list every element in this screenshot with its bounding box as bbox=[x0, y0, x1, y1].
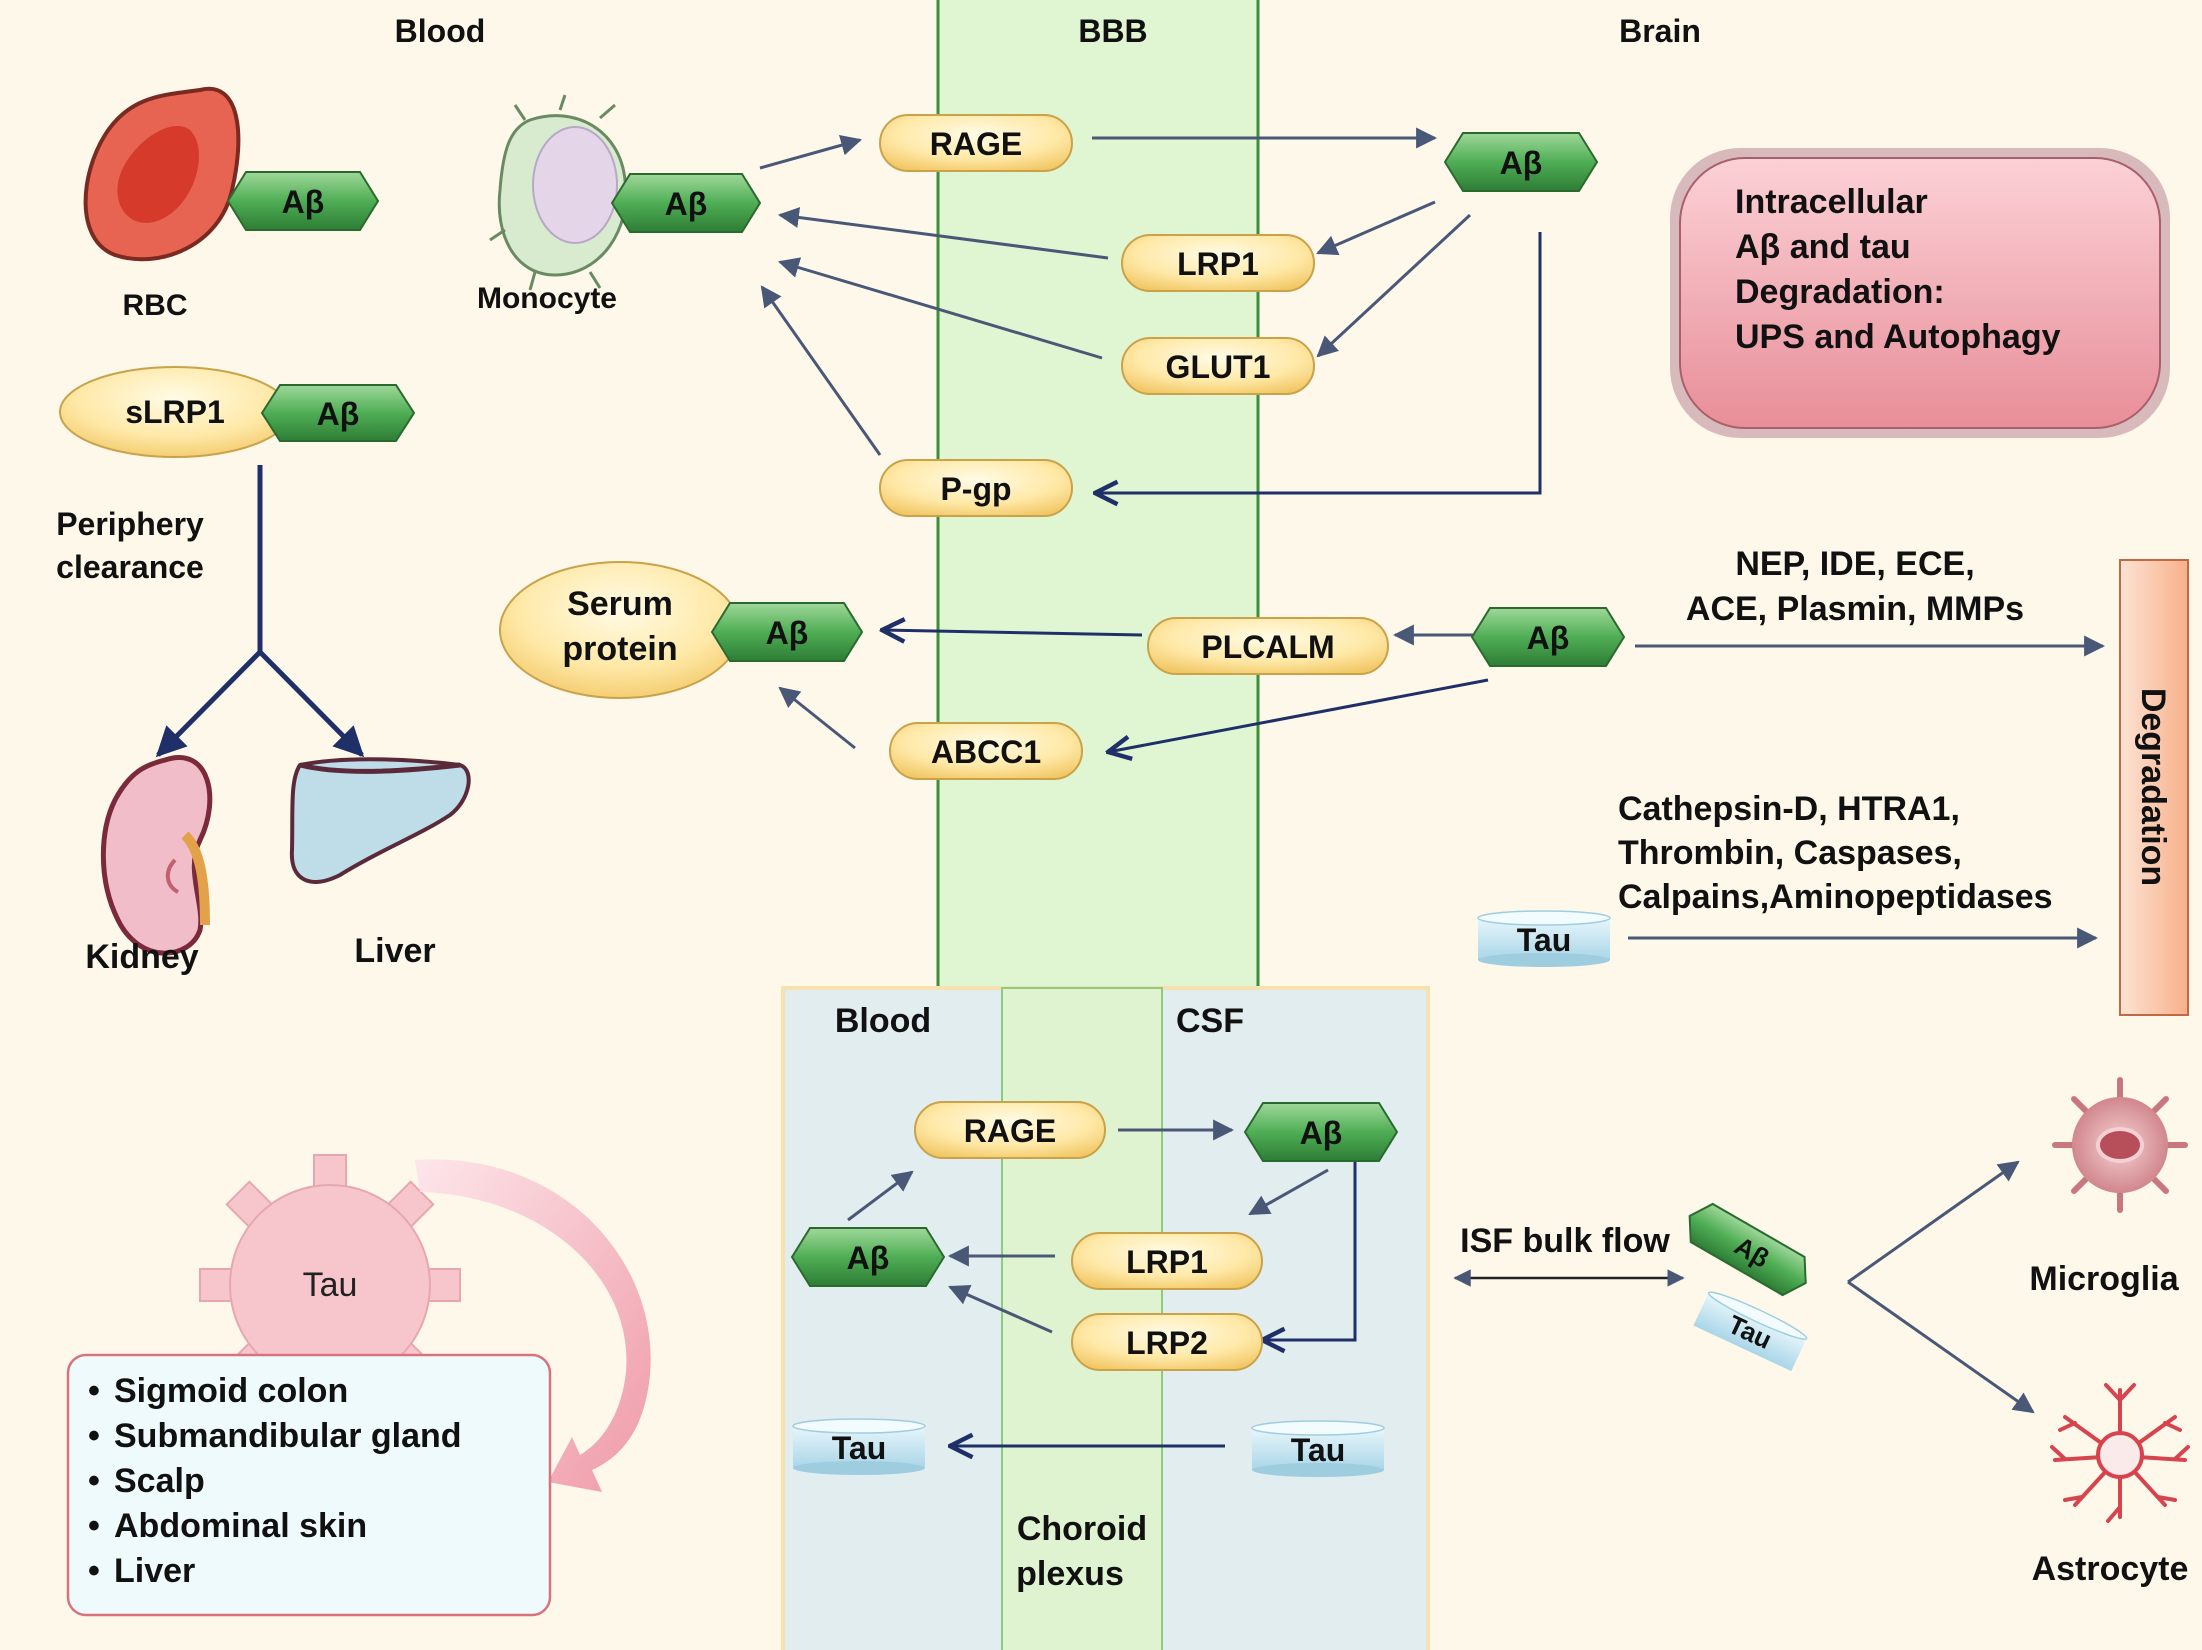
serum-protein-line2: protein bbox=[562, 630, 677, 668]
rbc-label: RBC bbox=[123, 289, 188, 322]
choroid-csf-label: CSF bbox=[1176, 1002, 1244, 1040]
kidney-organ bbox=[100, 755, 213, 956]
astrocyte-cell bbox=[2050, 1383, 2190, 1523]
abeta-rbc-label: Aβ bbox=[282, 184, 325, 220]
choroid-arrows bbox=[847, 1119, 1357, 1446]
abeta-brain-mid: Aβ bbox=[1470, 607, 1626, 667]
tau-site-item: Abdominal skin bbox=[114, 1507, 367, 1545]
liver-label: Liver bbox=[354, 932, 435, 970]
transporter-rage-label: RAGE bbox=[930, 126, 1022, 162]
choroid-lrp1-label: LRP1 bbox=[1126, 1244, 1208, 1280]
transporter-pgp: P-gp bbox=[879, 459, 1073, 517]
transporter-plcalm-label: PLCALM bbox=[1201, 629, 1334, 665]
choroid-lrp2: LRP2 bbox=[1071, 1313, 1263, 1371]
header-bbb: BBB bbox=[1078, 13, 1147, 49]
abeta-choroid-blood: Aβ bbox=[790, 1227, 946, 1287]
tau-gear-label: Tau bbox=[303, 1266, 358, 1304]
tau-choroid-blood: Tau bbox=[792, 1418, 926, 1475]
tau-isf: Tau bbox=[1693, 1291, 1808, 1372]
abeta-serum: Aβ bbox=[710, 602, 864, 662]
tau-brain-label: Tau bbox=[1517, 922, 1572, 958]
transporter-glut1-label: GLUT1 bbox=[1166, 349, 1271, 385]
tau-site-bullet: • bbox=[88, 1372, 100, 1410]
tau-enzymes-line3: Calpains,Aminopeptidases bbox=[1618, 878, 2053, 916]
tau-choroid-blood-label: Tau bbox=[832, 1430, 887, 1466]
choroid-blood-label: Blood bbox=[835, 1002, 931, 1040]
periphery-branch-arrows bbox=[155, 465, 365, 758]
header-brain: Brain bbox=[1619, 13, 1701, 49]
rbc-cell bbox=[83, 86, 241, 262]
tau-arc-arrow bbox=[415, 1159, 651, 1492]
transporter-abcc1-label: ABCC1 bbox=[931, 734, 1041, 770]
periphery-label-line1: Periphery bbox=[56, 506, 204, 542]
tau-site-item: Scalp bbox=[114, 1462, 205, 1500]
monocyte-label: Monocyte bbox=[477, 282, 617, 315]
bbb-arrows bbox=[759, 127, 2106, 949]
intracellular-line1: Intracellular bbox=[1735, 183, 1928, 221]
abeta-enzymes-line1: NEP, IDE, ECE, bbox=[1735, 545, 1974, 583]
intracellular-line4: UPS and Autophagy bbox=[1735, 318, 2061, 356]
abeta-slrp1: Aβ bbox=[260, 384, 416, 442]
glia-arrows bbox=[1847, 1160, 2035, 1414]
microglia-label: Microglia bbox=[2029, 1260, 2179, 1298]
tau-gear bbox=[199, 1154, 461, 1390]
tau-sites-box bbox=[66, 1353, 552, 1617]
transporter-glut1: GLUT1 bbox=[1121, 337, 1315, 395]
degradation-label: Degradation bbox=[2134, 688, 2172, 886]
abeta-monocyte-label: Aβ bbox=[665, 186, 708, 222]
liver-organ bbox=[289, 757, 471, 884]
abeta-brain-mid-label: Aβ bbox=[1527, 620, 1570, 656]
kidney-label: Kidney bbox=[85, 938, 198, 976]
transporter-pgp-label: P-gp bbox=[940, 471, 1011, 507]
abeta-brain-top-label: Aβ bbox=[1500, 145, 1543, 181]
transporter-lrp1-label: LRP1 bbox=[1177, 246, 1259, 282]
tau-site-bullet: • bbox=[88, 1462, 100, 1500]
tau-site-item: Liver bbox=[114, 1552, 195, 1590]
slrp1-label: sLRP1 bbox=[125, 394, 225, 430]
tau-enzymes-line1: Cathepsin-D, HTRA1, bbox=[1618, 790, 1960, 828]
abeta-isf: Aβ bbox=[1688, 1202, 1807, 1297]
tau-site-item: Sigmoid colon bbox=[114, 1372, 348, 1410]
transporter-abcc1: ABCC1 bbox=[889, 722, 1083, 780]
abeta-rbc: Aβ bbox=[226, 171, 380, 231]
transporter-lrp1: LRP1 bbox=[1121, 234, 1315, 292]
tau-sites-list: • Sigmoid colon • Submandibular gland • Scalp… bbox=[88, 1372, 462, 1590]
abeta-choroid-csf-label: Aβ bbox=[1300, 1115, 1343, 1151]
tau-choroid-csf: Tau bbox=[1251, 1420, 1385, 1477]
choroid-plexus-line1: Choroid bbox=[1017, 1510, 1147, 1548]
tau-site-bullet: • bbox=[88, 1417, 100, 1455]
choroid-rage: RAGE bbox=[914, 1101, 1106, 1159]
serum-protein-line1: Serum bbox=[567, 585, 673, 623]
abeta-choroid-blood-label: Aβ bbox=[847, 1240, 890, 1276]
periphery-label-line2: clearance bbox=[56, 549, 204, 585]
abeta-slrp1-label: Aβ bbox=[317, 396, 360, 432]
tau-site-bullet: • bbox=[88, 1507, 100, 1545]
tau-site-bullet: • bbox=[88, 1552, 100, 1590]
intracellular-line2: Aβ and tau bbox=[1735, 228, 1911, 266]
intracellular-degradation-box bbox=[1670, 148, 2170, 438]
microglia-cell bbox=[2052, 1077, 2188, 1213]
tau-choroid-csf-label: Tau bbox=[1291, 1432, 1346, 1468]
choroid-rage-label: RAGE bbox=[964, 1113, 1056, 1149]
abeta-enzymes-line2: ACE, Plasmin, MMPs bbox=[1686, 590, 2024, 628]
transporter-rage: RAGE bbox=[879, 114, 1073, 172]
abeta-serum-label: Aβ bbox=[766, 615, 809, 651]
transporter-plcalm: PLCALM bbox=[1147, 617, 1389, 675]
tau-site-item: Submandibular gland bbox=[114, 1417, 462, 1455]
tau-brain: Tau bbox=[1477, 910, 1611, 967]
astrocyte-label: Astrocyte bbox=[2032, 1550, 2189, 1588]
choroid-plexus-line2: plexus bbox=[1016, 1555, 1124, 1593]
choroid-lrp1: LRP1 bbox=[1071, 1232, 1263, 1290]
degradation-bar bbox=[2119, 559, 2189, 1016]
abeta-monocyte: Aβ bbox=[610, 173, 762, 233]
header-blood: Blood bbox=[395, 13, 486, 49]
monocyte-cell bbox=[489, 94, 628, 291]
isf-bulk-flow-label: ISF bulk flow bbox=[1460, 1222, 1670, 1260]
abeta-choroid-csf: Aβ bbox=[1243, 1102, 1399, 1162]
tau-enzymes-line2: Thrombin, Caspases, bbox=[1618, 834, 1962, 872]
abeta-brain-top: Aβ bbox=[1443, 132, 1599, 192]
intracellular-line3: Degradation: bbox=[1735, 273, 1945, 311]
choroid-lrp2-label: LRP2 bbox=[1126, 1325, 1208, 1361]
